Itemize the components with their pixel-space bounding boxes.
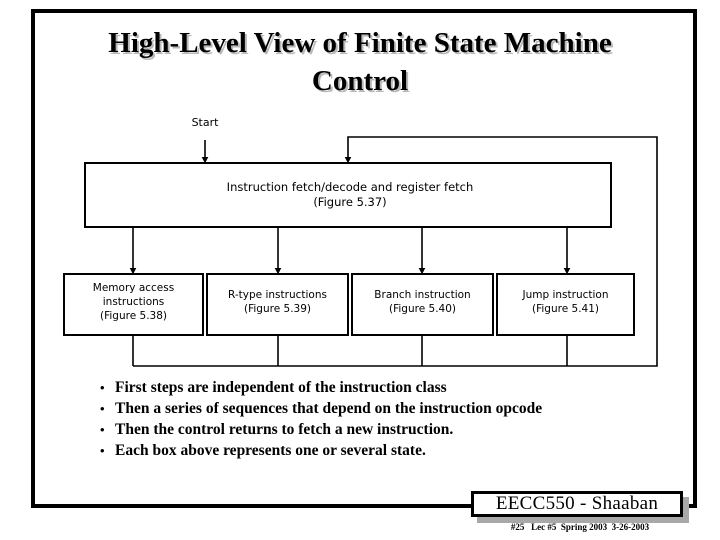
course-badge: EECC550 - Shaaban <box>471 491 689 523</box>
bullet-marker-icon: • <box>100 401 105 416</box>
list-item: • Then the control returns to fetch a ne… <box>100 419 680 440</box>
bullet-text: Each box above represents one or several… <box>115 442 426 459</box>
page-title: High-Level View of Finite State Machine … <box>108 27 612 97</box>
course-badge-box: EECC550 - Shaaban <box>471 491 683 517</box>
bullet-marker-icon: • <box>100 380 105 395</box>
bullet-marker-icon: • <box>100 422 105 437</box>
bullet-text: First steps are independent of the instr… <box>115 379 447 396</box>
slide-footer-meta: #25 Lec #5 Spring 2003 3-26-2003 <box>510 522 650 532</box>
list-item: • Then a series of sequences that depend… <box>100 398 680 419</box>
bullet-text: Then the control returns to fetch a new … <box>115 421 454 438</box>
bullet-marker-icon: • <box>100 443 105 458</box>
course-badge-label: EECC550 - Shaaban <box>495 493 659 514</box>
bullet-list: • First steps are independent of the ins… <box>100 377 680 461</box>
list-item: • First steps are independent of the ins… <box>100 377 680 398</box>
list-item: • Each box above represents one or sever… <box>100 440 680 461</box>
bullet-text: Then a series of sequences that depend o… <box>115 400 543 417</box>
